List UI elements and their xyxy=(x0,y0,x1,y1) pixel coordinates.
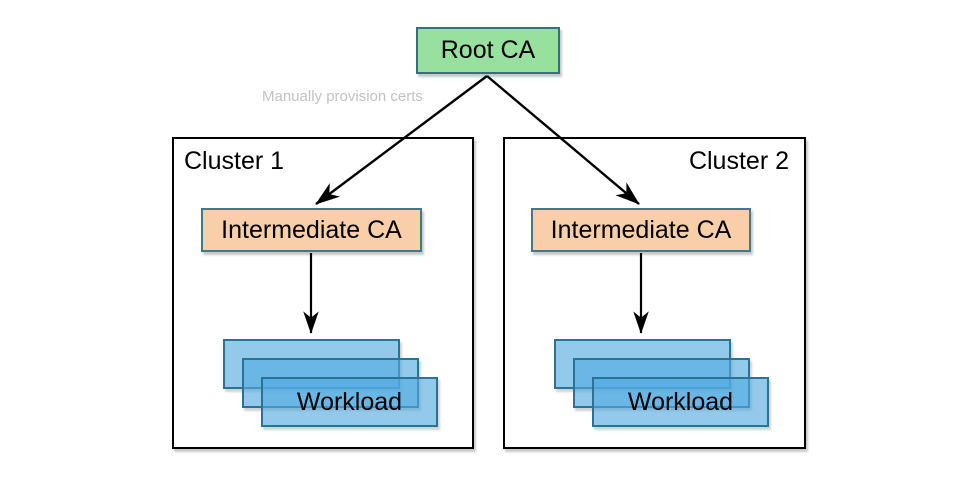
root-ca-label: Root CA xyxy=(440,36,536,64)
workload-label-cluster-1: Workload xyxy=(296,387,403,416)
edge-label-manually-provision-certs: Manually provision certs xyxy=(262,88,423,105)
workload-node-cluster-2: Workload xyxy=(592,377,769,427)
intermediate-ca-node-cluster-2: Intermediate CA xyxy=(531,208,751,252)
cluster-1-title: Cluster 1 xyxy=(184,147,285,175)
workload-node-cluster-1: Workload xyxy=(261,377,438,427)
intermediate-ca-label-cluster-2: Intermediate CA xyxy=(550,215,732,244)
cluster-2-title: Cluster 2 xyxy=(688,147,789,175)
intermediate-ca-node-cluster-1: Intermediate CA xyxy=(201,208,422,252)
root-ca-node: Root CA xyxy=(416,27,560,74)
workload-label-cluster-2: Workload xyxy=(627,387,734,416)
intermediate-ca-label-cluster-1: Intermediate CA xyxy=(221,215,402,244)
